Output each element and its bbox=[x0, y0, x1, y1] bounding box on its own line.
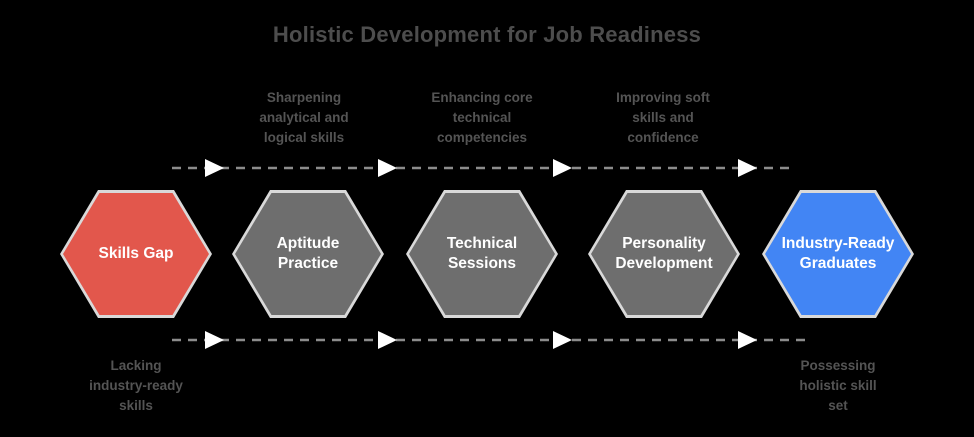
arrow-marker-bottom-4 bbox=[738, 331, 757, 349]
hexagon-shape-2: Aptitude Practice bbox=[235, 193, 381, 315]
node-skills-gap[interactable]: Skills Gap bbox=[60, 190, 212, 318]
node-label-skills-gap: Skills Gap bbox=[98, 245, 174, 262]
page-title: Holistic Development for Job Readiness bbox=[272, 22, 702, 47]
node-personality-development[interactable]: Personality Development bbox=[588, 190, 740, 318]
node-aptitude-practice[interactable]: Aptitude Practice bbox=[232, 190, 384, 318]
caption-top-personality: Improving soft skills and confidence bbox=[616, 90, 710, 145]
hexagon-shape-4: Personality Development bbox=[591, 193, 737, 315]
hexagon-shape-3: Technical Sessions bbox=[409, 193, 555, 315]
caption-bottom-skills-gap: Lacking industry-ready skills bbox=[89, 358, 183, 413]
caption-top-technical: Enhancing core technical competencies bbox=[431, 90, 533, 145]
node-technical-sessions[interactable]: Technical Sessions bbox=[406, 190, 558, 318]
arrow-marker-top-1 bbox=[205, 159, 224, 177]
arrow-marker-top-4 bbox=[738, 159, 757, 177]
connector-line-top bbox=[172, 159, 795, 177]
node-label-industry-ready-graduates: Industry-Ready Graduates bbox=[781, 235, 895, 272]
arrow-marker-top-3 bbox=[553, 159, 572, 177]
arrow-marker-bottom-2 bbox=[378, 331, 397, 349]
caption-top-aptitude: Sharpening analytical and logical skills bbox=[259, 90, 349, 145]
node-label-technical-sessions: Technical Sessions bbox=[446, 235, 518, 272]
connector-line-bottom bbox=[172, 331, 812, 349]
hexagon-shape-1: Skills Gap bbox=[63, 193, 209, 315]
arrow-marker-bottom-1 bbox=[205, 331, 224, 349]
node-label-personality-development: Personality Development bbox=[615, 235, 713, 272]
arrow-marker-top-2 bbox=[378, 159, 397, 177]
node-label-aptitude-practice: Aptitude Practice bbox=[276, 235, 340, 272]
node-industry-ready-graduates[interactable]: Industry-Ready Graduates bbox=[762, 190, 914, 318]
caption-bottom-industry-ready: Possessing holistic skill set bbox=[799, 358, 877, 413]
arrow-marker-bottom-3 bbox=[553, 331, 572, 349]
hexagon-shape-5: Industry-Ready Graduates bbox=[765, 193, 911, 315]
